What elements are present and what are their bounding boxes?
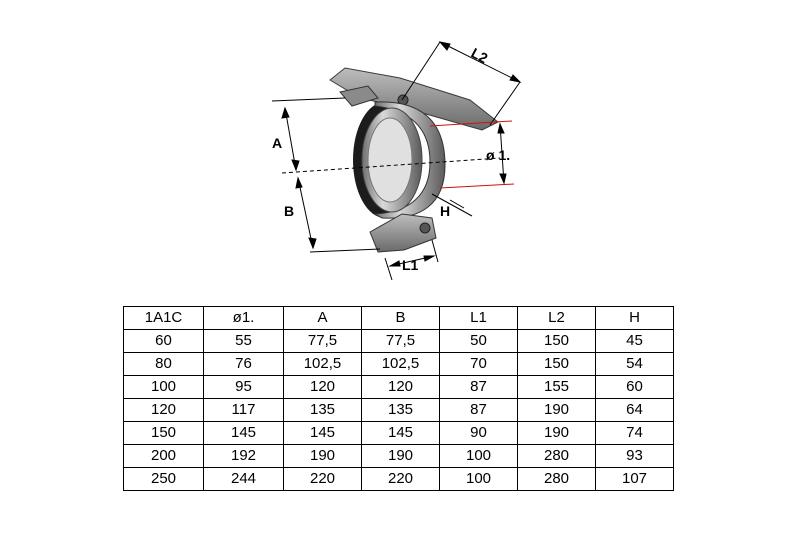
table-cell: 80 (123, 352, 204, 376)
table-cell: 150 (123, 421, 204, 445)
clamp-ring-inner (367, 117, 413, 203)
table-cell: 244 (203, 467, 284, 491)
table-cell: 60 (123, 329, 204, 353)
dim-label-a: A (272, 135, 282, 151)
header-cell: B (361, 306, 440, 330)
table-cell: 150 (517, 352, 596, 376)
table-cell: 280 (517, 467, 596, 491)
table-cell: 145 (203, 421, 284, 445)
table-cell: 55 (203, 329, 284, 353)
table-cell: 120 (361, 375, 440, 399)
dim-label-l1: L1 (402, 257, 419, 273)
table-cell: 45 (595, 329, 674, 353)
clamp-dimension-drawing: L2 A B H L1 ø 1. (271, 41, 522, 281)
table-cell: 102,5 (361, 352, 440, 376)
table-cell: 100 (123, 375, 204, 399)
table-header-row: 1A1C ø1. A B L1 L2 H (123, 306, 674, 330)
top-hinge (339, 85, 379, 107)
table-cell: 102,5 (283, 352, 362, 376)
table-cell: 95 (203, 375, 284, 399)
table-cell: 145 (283, 421, 362, 445)
clamp-illustration (329, 67, 499, 253)
table-cell: 50 (439, 329, 518, 353)
bottom-pivot (419, 222, 431, 234)
table-cell: 100 (439, 467, 518, 491)
table-cell: 190 (517, 421, 596, 445)
table-cell: 107 (595, 467, 674, 491)
table-cell: 74 (595, 421, 674, 445)
table-cell: 70 (439, 352, 518, 376)
header-cell: L1 (439, 306, 518, 330)
header-cell: H (595, 306, 674, 330)
table-cell: 100 (439, 444, 518, 468)
table-cell: 145 (361, 421, 440, 445)
table-cell: 192 (203, 444, 284, 468)
table-cell: 77,5 (361, 329, 440, 353)
header-cell: A (283, 306, 362, 330)
table-cell: 190 (517, 398, 596, 422)
table-cell: 77,5 (283, 329, 362, 353)
table-cell: 76 (203, 352, 284, 376)
table-cell: 190 (283, 444, 362, 468)
clamp-band (373, 101, 446, 219)
table-cell: 155 (517, 375, 596, 399)
header-cell: L2 (517, 306, 596, 330)
table-cell: 220 (283, 467, 362, 491)
table-cell: 135 (283, 398, 362, 422)
dim-label-diameter: ø 1. (486, 147, 510, 163)
dim-label-h: H (440, 203, 450, 219)
table-cell: 150 (517, 329, 596, 353)
table-cell: 120 (283, 375, 362, 399)
header-cell: 1A1C (123, 306, 204, 330)
table-cell: 190 (361, 444, 440, 468)
table-cell: 120 (123, 398, 204, 422)
dim-label-b: B (284, 203, 294, 219)
table-cell: 220 (361, 467, 440, 491)
table-cell: 90 (439, 421, 518, 445)
table-cell: 60 (595, 375, 674, 399)
table-cell: 200 (123, 444, 204, 468)
table-cell: 280 (517, 444, 596, 468)
table-cell: 87 (439, 398, 518, 422)
table-cell: 87 (439, 375, 518, 399)
dimension-lines (271, 41, 522, 281)
dim-label-l2: L2 (469, 45, 491, 67)
bottom-latch (369, 213, 437, 253)
table-cell: 54 (595, 352, 674, 376)
header-cell: ø1. (203, 306, 284, 330)
table-cell: 93 (595, 444, 674, 468)
table-cell: 250 (123, 467, 204, 491)
table-cell: 117 (203, 398, 284, 422)
table-cell: 64 (595, 398, 674, 422)
table-cell: 135 (361, 398, 440, 422)
